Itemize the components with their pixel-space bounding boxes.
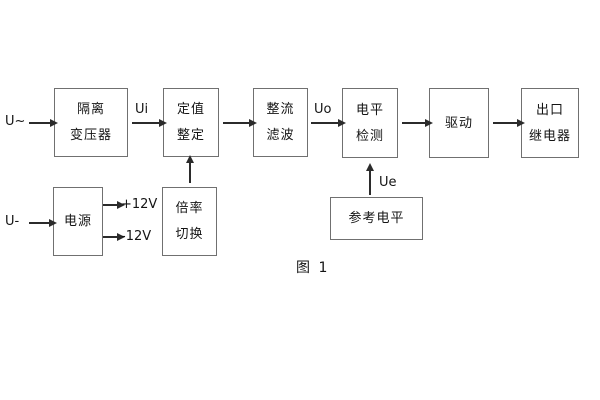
block-label: 隔离 [76,102,105,117]
block-level-detect: 电平 检测 [342,88,398,158]
block-ratio-switch: 倍率 切换 [162,187,217,256]
arrow-ratio-to-setpoint [186,155,194,183]
block-label: 整定 [176,128,205,143]
label-dc-input: U- [5,214,20,229]
label-plus12v: +12V [121,197,158,212]
label-ui: Ui [135,102,149,117]
block-label: 检测 [355,128,384,144]
block-label: 参考电平 [348,211,405,226]
block-label: 电源 [63,214,92,229]
block-label: 电平 [355,102,384,118]
block-label: 切换 [175,227,204,242]
block-rectify-filter: 整流 滤波 [253,88,308,157]
block-label: 驱动 [444,115,473,131]
arrow-level-to-drive [402,119,433,127]
block-setpoint-adjust: 定值 整定 [163,88,219,157]
arrow-minus12v [103,233,125,241]
block-output-relay: 出口 继电器 [521,88,579,158]
arrow-ac-input [29,119,58,127]
arrow-drive-to-relay [493,119,525,127]
label-uo: Uo [314,102,332,117]
arrow-setpoint-to-rectifier [223,119,257,127]
block-label: 倍率 [175,201,204,216]
arrow-reference-ue [366,163,374,195]
arrow-plus12v [103,201,125,209]
label-ue: Ue [379,175,397,190]
block-label: 定值 [176,102,205,117]
arrow-rectifier-to-level [311,119,346,127]
block-label: 整流 [266,102,295,117]
block-label: 继电器 [528,128,571,144]
arrow-dc-input [29,219,57,227]
label-minus12v: -12V [121,229,152,244]
arrow-transformer-to-setpoint [132,119,167,127]
block-isolation-transformer: 隔离 变压器 [54,88,128,157]
figure-caption: 图 1 [296,260,330,276]
block-drive: 驱动 [429,88,489,158]
block-reference-level: 参考电平 [330,197,423,240]
block-label: 变压器 [69,128,112,143]
block-label: 滤波 [266,128,295,143]
block-label: 出口 [535,102,564,118]
label-ac-input: U~ [5,114,26,129]
block-power-supply: 电源 [53,187,103,256]
